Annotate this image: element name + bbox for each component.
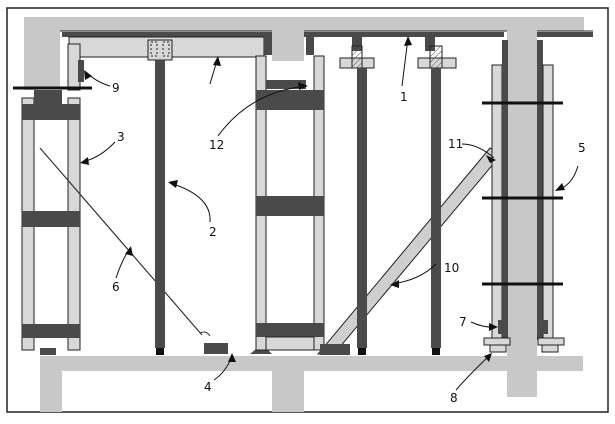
leader-9: [85, 71, 111, 87]
prop-3-shaft: [431, 68, 441, 348]
top-form-right-bar: [304, 32, 504, 37]
right-form-steel-left: [502, 40, 508, 340]
prop-1-shaft: [155, 60, 165, 348]
labels: 1 2 3 4 5 6 7 8 9 10 11 12 1: [112, 81, 586, 405]
leader-12: [217, 85, 307, 137]
center-tower: [255, 37, 325, 351]
left-tower: [13, 43, 92, 355]
label-7: 7: [459, 315, 467, 329]
center-head-plate: [266, 80, 306, 89]
vertical-prop-3: [417, 37, 457, 355]
label-3: 3: [117, 130, 125, 144]
label-1: 1: [400, 90, 408, 104]
bottom-left-leg: [40, 371, 62, 412]
bottom-center-leg: [272, 371, 304, 412]
right-base-foot-right: [541, 344, 559, 353]
prop-3-hatch: [429, 45, 443, 69]
right-column-formwork: [482, 40, 565, 353]
prop-2-shaft: [357, 68, 367, 348]
left-column: [24, 17, 38, 90]
label-10: 10: [444, 261, 459, 275]
center-crossbar-top: [256, 90, 324, 110]
arrow-heads: [80, 36, 565, 362]
center-crossbar-low: [256, 323, 324, 337]
diagonal-tie: [39, 147, 203, 336]
top-slab: [60, 17, 584, 31]
left-tower-head: [34, 90, 62, 104]
center-bracket-left: [264, 37, 272, 55]
left-tower-crossbar-mid: [22, 211, 80, 227]
center-bracket-right: [306, 37, 314, 55]
label-12: 12: [209, 138, 224, 152]
left-tower-foot: [40, 348, 56, 355]
vertical-prop-2: [339, 37, 375, 355]
top-form-far-right-bar: [537, 32, 593, 37]
hanger-clip: [78, 60, 84, 82]
leader-1-right: [401, 37, 409, 87]
prop-3-foot: [432, 348, 440, 355]
vertical-prop-1: [147, 39, 173, 355]
left-column-wall: [38, 17, 60, 89]
right-lower-clip-left: [498, 320, 506, 334]
bottom-slab: [40, 356, 583, 371]
leader-2: [169, 182, 211, 223]
label-9: 9: [112, 81, 120, 95]
prop-3-top-bracket: [425, 37, 435, 51]
left-tower-crossbar-top: [22, 104, 80, 120]
label-2: 2: [209, 225, 217, 239]
right-lower-clip-right: [540, 320, 548, 334]
label-6: 6: [112, 280, 120, 294]
right-column: [507, 31, 537, 397]
prop-2-foot: [358, 348, 366, 355]
label-11: 11: [448, 137, 463, 151]
prop-2-top-bracket: [352, 37, 362, 51]
center-crossbar-mid: [256, 196, 324, 216]
label-5: 5: [578, 141, 586, 155]
left-tower-crossbar-low: [22, 324, 80, 338]
concrete-structure: [24, 17, 584, 412]
right-base-foot-left: [489, 344, 507, 353]
diagram-border: [6, 7, 609, 413]
top-form-left-bar: [62, 32, 272, 37]
tie-hook: [199, 331, 211, 337]
right-base-plate-right: [537, 337, 565, 346]
brace-base-block: [320, 344, 350, 355]
label-8: 8: [450, 391, 458, 405]
right-form-board-left: [491, 64, 503, 342]
prop-1-foot: [156, 348, 164, 355]
label-4: 4: [204, 380, 212, 394]
prop-1-slot-a: [150, 41, 158, 57]
right-base-plate-left: [483, 337, 511, 346]
leader-11: [461, 143, 495, 159]
right-form-steel-right: [537, 40, 543, 340]
prop-1-slot-b: [162, 41, 170, 57]
center-upper-column: [272, 31, 304, 61]
base-block-left: [204, 343, 228, 354]
prop-2-hatch: [351, 45, 363, 69]
prop-1-head: [147, 39, 173, 61]
right-form-board-right: [542, 64, 554, 342]
center-tower-base: [265, 336, 315, 351]
